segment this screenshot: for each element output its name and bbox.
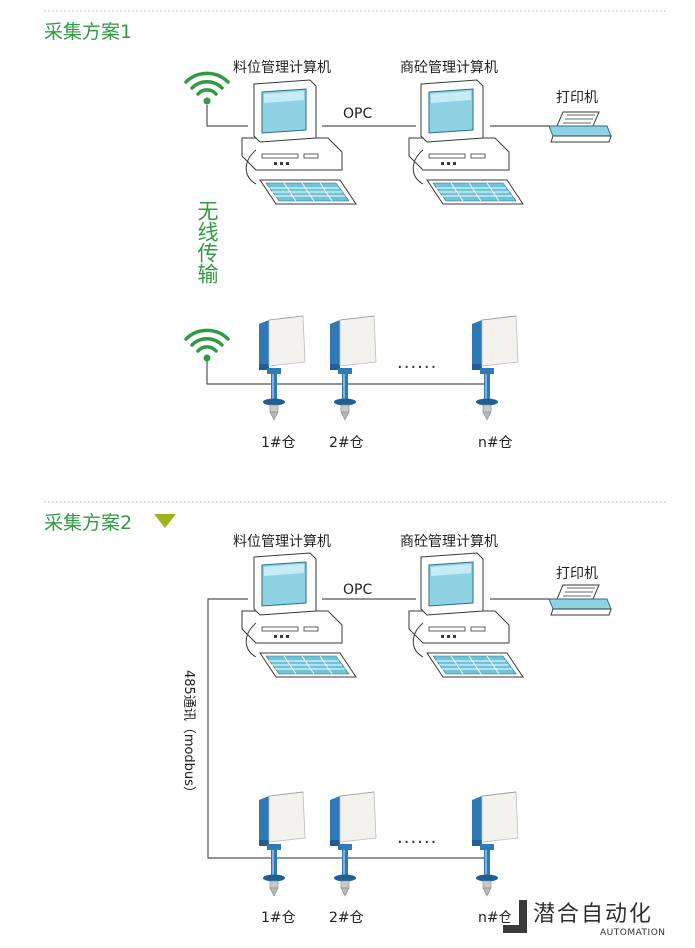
level-sensor-icon — [471, 791, 519, 897]
scheme1-sensor-bus — [206, 358, 490, 385]
wifi-icon — [184, 71, 230, 107]
wireless-label: 无线传输 — [195, 200, 219, 284]
wifi-icon — [184, 328, 230, 364]
logo-text: 潜合自动化 — [533, 902, 653, 927]
scheme1-pc2-label: 商砼管理计算机 — [400, 60, 498, 76]
bin-label: n#仓 — [478, 435, 513, 451]
bin-label: 2#仓 — [329, 910, 364, 926]
printer-icon — [548, 111, 612, 143]
logo-mark-icon — [503, 900, 527, 933]
scheme2-rs485-bus — [207, 598, 490, 859]
scheme2-pc1-label: 料位管理计算机 — [233, 534, 331, 550]
company-logo: 潜合自动化 AUTOMATION — [503, 900, 666, 938]
scheme2-pc2-label: 商砼管理计算机 — [400, 534, 498, 550]
level-sensor-icon — [329, 315, 377, 421]
scheme1-pc1-label: 料位管理计算机 — [233, 60, 331, 76]
computer-icon-pc2 — [408, 79, 524, 205]
printer-icon — [548, 584, 612, 616]
scheme1-ellipsis: ······ — [397, 357, 437, 378]
computer-icon-pc1 — [241, 552, 357, 678]
scheme2-opc-label: OPC — [343, 582, 372, 598]
level-sensor-icon — [329, 791, 377, 897]
bin-label: 1#仓 — [261, 910, 296, 926]
level-sensor-icon — [471, 315, 519, 421]
triangle-icon — [154, 514, 176, 528]
scheme1-wifi-link — [206, 105, 248, 127]
level-sensor-icon — [258, 791, 306, 897]
scheme2-printer-label: 打印机 — [556, 565, 598, 582]
scheme1-title: 采集方案1 — [44, 21, 132, 43]
bin-label: 2#仓 — [329, 435, 364, 451]
scheme2-ellipsis: ······ — [397, 832, 437, 853]
computer-icon-pc1 — [241, 79, 357, 205]
bin-label: n#仓 — [478, 910, 513, 926]
scheme1-printer-label: 打印机 — [556, 89, 598, 106]
bin-label: 1#仓 — [261, 435, 296, 451]
scheme1-opc-label: OPC — [343, 106, 372, 122]
logo-subtext: AUTOMATION — [600, 928, 666, 938]
scheme2-title: 采集方案2 — [44, 512, 132, 534]
level-sensor-icon — [258, 315, 306, 421]
computer-icon-pc2 — [408, 552, 524, 678]
bus-label: 485通讯（modbus） — [181, 670, 196, 799]
